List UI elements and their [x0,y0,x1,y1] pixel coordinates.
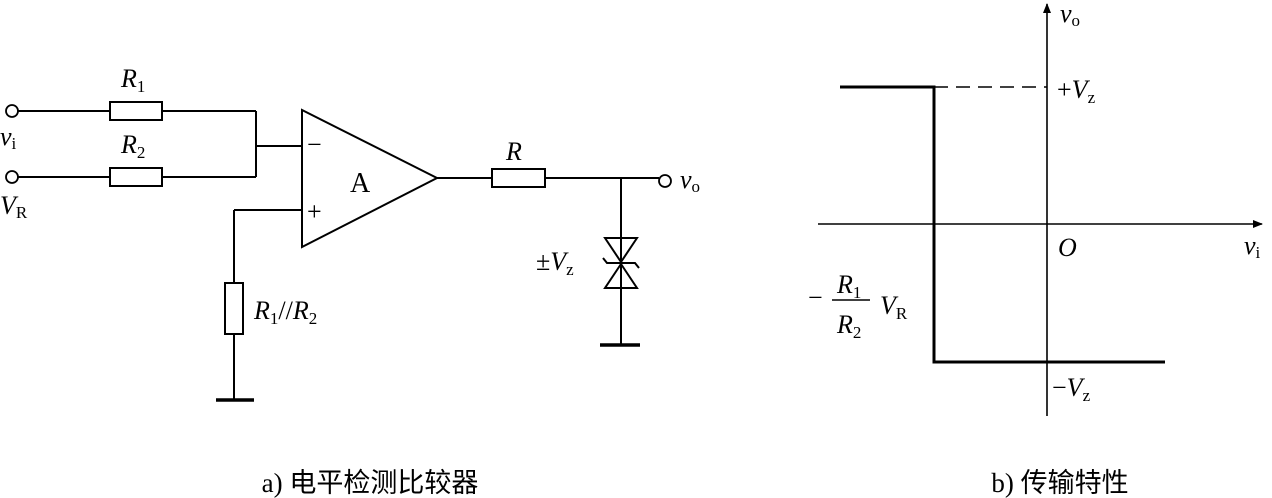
r1-label: R1 [120,64,145,96]
vi-terminal [5,104,19,118]
vi-label: vi [0,122,17,153]
vo-label: vo [680,165,700,196]
opamp-label: A [350,168,371,199]
transfer-curve [840,85,1165,364]
svg-text:R1: R1 [836,270,861,302]
zener-label: ±Vz [536,247,574,279]
input-wires [18,110,302,178]
opamp-triangle [301,108,440,249]
noninverting-path [216,209,302,402]
r-out-resistor [491,168,546,188]
output-path [437,177,659,347]
vr-label: VR [0,191,28,222]
comparator-circuit: vi VR R1 R2 − + A R vo ±Vz R1//R2 a) 电平检… [0,64,700,498]
rpar-resistor [224,282,244,335]
minus-vz-label: −Vz [1052,373,1091,405]
svg-text:VR: VR [880,291,908,323]
y-axis-label: vo [1060,0,1080,30]
x-axis-label: vi [1244,231,1261,262]
r1-resistor [109,101,163,121]
rpar-label: R1//R2 [253,296,317,328]
circuit-caption: a) 电平检测比较器 [262,468,479,498]
opamp-minus-label: − [307,130,322,159]
plus-vz-label: +Vz [1057,75,1096,107]
r-out-label: R [505,137,522,166]
r2-resistor [109,167,163,187]
vr-terminal [5,170,19,184]
svg-text:R2: R2 [836,310,861,342]
transfer-caption: b) 传输特性 [991,468,1128,498]
vo-terminal [658,174,672,188]
origin-label: O [1058,233,1077,262]
opamp-plus-label: + [307,197,322,226]
threshold-label: − R1 R2 VR [808,270,908,342]
r2-label: R2 [120,130,145,162]
transfer-characteristic: vo vi O +Vz −Vz − R1 R2 VR b) 传输特性 [808,0,1263,498]
svg-text:−: − [808,283,823,312]
zener-diode-icon [602,237,640,289]
